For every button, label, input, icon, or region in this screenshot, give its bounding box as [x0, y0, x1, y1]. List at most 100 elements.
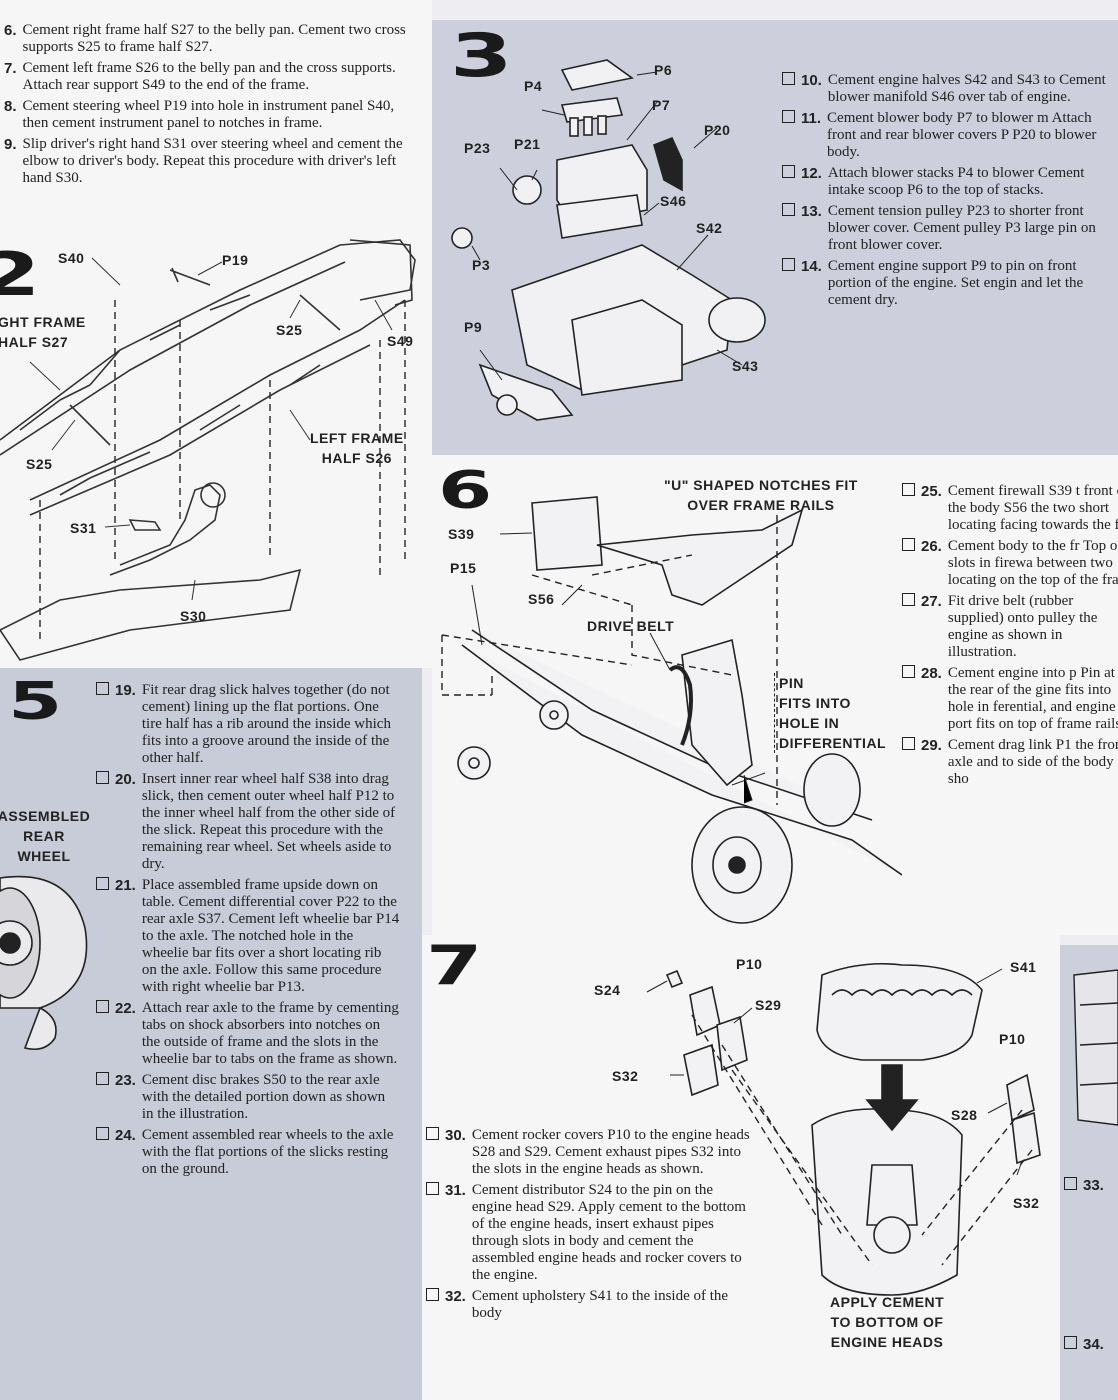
- label-s43: S43: [732, 358, 759, 374]
- engine-heads-illustration: [646, 963, 1041, 1296]
- step-22: 22.Attach rear axle to the frame by ceme…: [96, 1000, 400, 1068]
- label-p15: P15: [450, 560, 477, 576]
- step-29-checkbox[interactable]: [902, 737, 915, 750]
- panel-engine-heads: 7 S24: [422, 935, 1060, 1400]
- step-26: 26.Cement body to the fr Top of slots in…: [902, 538, 1118, 589]
- step-33: 33.: [1064, 1177, 1118, 1194]
- label-p10b: P10: [999, 1031, 1026, 1047]
- label-s30: S30: [180, 608, 207, 624]
- step-31: 31.Cement distributor S24 to the pin on …: [426, 1182, 756, 1284]
- step-9: 9.Slip driver's right hand S31 over stee…: [4, 136, 403, 186]
- label-p21: P21: [514, 136, 541, 152]
- label-s24: S24: [594, 982, 621, 998]
- label-drive-belt: DRIVE BELT: [587, 618, 675, 634]
- label-apply-cement: APPLY CEMENT TO BOTTOM OF ENGINE HEADS: [830, 1294, 945, 1350]
- label-s39: S39: [448, 526, 475, 542]
- step-30: 30.Cement rocker covers P10 to the engin…: [426, 1127, 756, 1178]
- step-34: 34.: [1064, 1336, 1118, 1353]
- label-s41: S41: [1010, 959, 1037, 975]
- step-12-checkbox[interactable]: [782, 165, 795, 178]
- step-25: 25.Cement firewall S39 t front of the bo…: [902, 483, 1118, 534]
- step-14: 14.Cement engine support P9 to pin on fr…: [782, 258, 1118, 309]
- step-12: 12.Attach blower stacks P4 to blower Cem…: [782, 165, 1118, 199]
- step-22-checkbox[interactable]: [96, 1000, 109, 1013]
- step-10: 10.Cement engine halves S42 and S43 to C…: [782, 72, 1118, 106]
- step-11-checkbox[interactable]: [782, 110, 795, 123]
- label-u-notches: "U" SHAPED NOTCHES FIT OVER FRAME RAILS: [664, 477, 858, 513]
- label-p9: P9: [464, 319, 483, 335]
- label-p3: P3: [472, 257, 491, 273]
- panel-right-edge: 33. 34.: [1060, 945, 1118, 1400]
- step-25-checkbox[interactable]: [902, 483, 915, 496]
- section-number-7: 7: [426, 935, 483, 997]
- step-10-checkbox[interactable]: [782, 72, 795, 85]
- label-s32b: S32: [1013, 1195, 1040, 1211]
- step-27-checkbox[interactable]: [902, 593, 915, 606]
- step-30-checkbox[interactable]: [426, 1127, 439, 1140]
- step-23-checkbox[interactable]: [96, 1072, 109, 1085]
- label-s49: S49: [387, 333, 414, 349]
- step-21: 21.Place assembled frame upside down on …: [96, 877, 400, 996]
- section-number-6: 6: [438, 461, 493, 521]
- step-24: 24.Cement assembled rear wheels to the a…: [96, 1127, 400, 1178]
- step-19-checkbox[interactable]: [96, 682, 109, 695]
- label-assembled-rear-wheel: ASSEMBLED REAR WHEEL: [0, 808, 91, 864]
- step-32-checkbox[interactable]: [426, 1288, 439, 1301]
- label-s40: S40: [58, 250, 85, 266]
- steps-6-9: 6.Cement right frame half S27 to the bel…: [4, 22, 422, 191]
- engine-partial-illustration: [1073, 969, 1118, 1126]
- panel-body-assembly: 6: [432, 455, 1118, 935]
- label-s28: S28: [951, 1107, 978, 1123]
- step-8: 8.Cement steering wheel P19 into hole in…: [4, 98, 395, 131]
- chassis-illustration: [441, 496, 902, 924]
- step-21-checkbox[interactable]: [96, 877, 109, 890]
- section-number-5: 5: [8, 672, 63, 732]
- label-s25a: S25: [276, 322, 303, 338]
- step-13: 13.Cement tension pulley P23 to shorter …: [782, 203, 1118, 254]
- step-28-checkbox[interactable]: [902, 665, 915, 678]
- engine-illustration: [451, 59, 766, 421]
- label-s42: S42: [696, 220, 723, 236]
- step-34-checkbox[interactable]: [1064, 1336, 1077, 1349]
- panel-rear-wheel-assembly: 5 ASSEMBLED REAR WHEEL 19.Fit rear drag …: [0, 668, 422, 1400]
- step-23: 23.Cement disc brakes S50 to the rear ax…: [96, 1072, 400, 1123]
- frame-illustration: [0, 239, 416, 661]
- step-20-checkbox[interactable]: [96, 771, 109, 784]
- section-number-3: 3: [450, 21, 513, 91]
- steps-25-29: 25.Cement firewall S39 t front of the bo…: [902, 483, 1118, 792]
- label-pin-differential: PIN FITS INTO HOLE IN DIFFERENTIAL: [774, 673, 886, 753]
- steps-33-34: 33. 34.: [1064, 1177, 1118, 1357]
- label-p4: P4: [524, 78, 543, 94]
- steps-10-14: 10.Cement engine halves S42 and S43 to C…: [782, 72, 1118, 313]
- label-left-frame-half: LEFT FRAME HALF S26: [310, 430, 404, 466]
- label-p7: P7: [652, 97, 671, 113]
- step-13-checkbox[interactable]: [782, 203, 795, 216]
- label-p19: P19: [222, 252, 249, 268]
- panel-frame-assembly: 6.Cement right frame half S27 to the bel…: [0, 0, 432, 668]
- step-6: 6.Cement right frame half S27 to the bel…: [4, 22, 406, 55]
- step-33-checkbox[interactable]: [1064, 1177, 1077, 1190]
- step-7: 7.Cement left frame S26 to the belly pan…: [4, 60, 396, 93]
- panel-engine-assembly: 3 P6 P4: [432, 20, 1118, 455]
- step-29: 29.Cement drag link P1 the front axle an…: [902, 737, 1118, 788]
- label-s32a: S32: [612, 1068, 639, 1084]
- step-31-checkbox[interactable]: [426, 1182, 439, 1195]
- label-s25b: S25: [26, 456, 53, 472]
- label-p6: P6: [654, 62, 673, 78]
- label-p20: P20: [704, 122, 731, 138]
- step-24-checkbox[interactable]: [96, 1127, 109, 1140]
- label-s31: S31: [70, 520, 97, 536]
- label-s56: S56: [528, 591, 555, 607]
- label-s46: S46: [660, 193, 687, 209]
- rear-wheel-illustration: [0, 875, 88, 1051]
- step-28: 28.Cement engine into p Pin at the rear …: [902, 665, 1118, 733]
- step-19: 19.Fit rear drag slick halves together (…: [96, 682, 400, 767]
- section-number-2: 2: [0, 245, 41, 305]
- step-11: 11.Cement blower body P7 to blower m Att…: [782, 110, 1118, 161]
- step-20: 20.Insert inner rear wheel half S38 into…: [96, 771, 400, 873]
- label-p10a: P10: [736, 956, 763, 972]
- steps-19-24: 19.Fit rear drag slick halves together (…: [96, 682, 400, 1182]
- step-26-checkbox[interactable]: [902, 538, 915, 551]
- step-14-checkbox[interactable]: [782, 258, 795, 271]
- label-right-frame-half: GHT FRAME HALF S27: [0, 314, 86, 350]
